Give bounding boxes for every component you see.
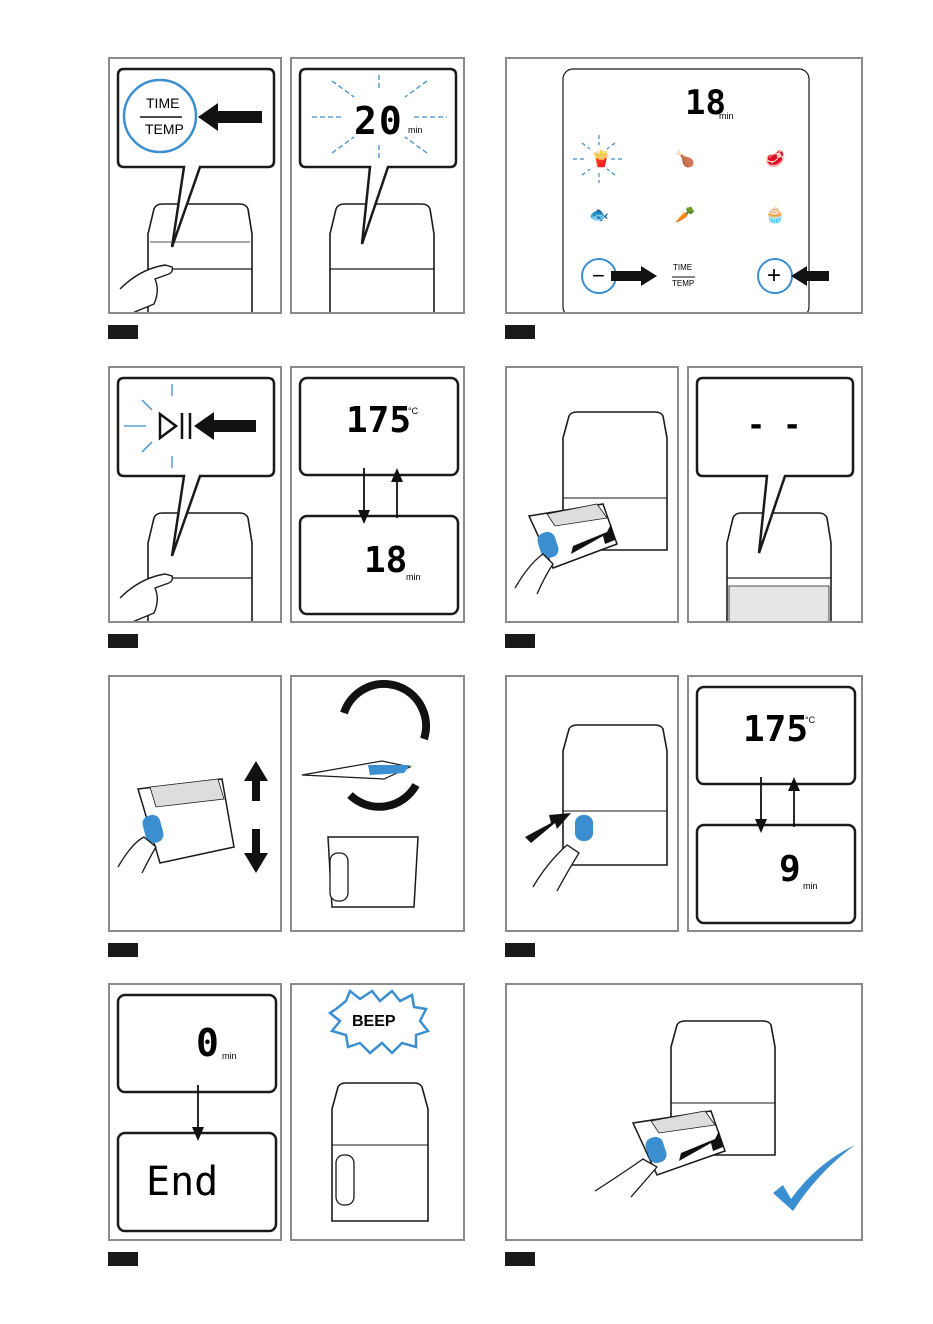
dash-display: - -	[747, 408, 801, 443]
time-unit: min	[406, 572, 421, 582]
fries-icon[interactable]: 🍟	[591, 149, 611, 169]
time-unit: min	[803, 881, 818, 891]
step3-display-panel: 175 °C 18 min	[290, 366, 465, 623]
step6-number-tag	[505, 943, 535, 957]
chicken-leg-icon[interactable]: 🍗	[675, 149, 695, 169]
step3-start-panel	[108, 366, 282, 623]
step5-turn-panel	[290, 675, 465, 932]
step1-press-button-panel: TIME TEMP	[108, 57, 282, 314]
step8-done-panel	[505, 983, 863, 1241]
time-display: 18	[364, 540, 407, 581]
step4-pull-basket-panel	[505, 366, 679, 623]
step1-display-panel: 20 min	[290, 57, 465, 314]
temperature-display: 175	[743, 709, 808, 750]
step5-shake-panel	[108, 675, 282, 932]
rotate-arrow-icon	[344, 684, 426, 739]
fish-icon[interactable]: 🐟	[589, 205, 609, 225]
temperature-unit: °C	[805, 715, 815, 725]
end-display: End	[146, 1159, 218, 1205]
temperature-unit: °C	[408, 406, 418, 416]
basket-handle	[330, 853, 348, 901]
minus-button[interactable]: −	[592, 263, 605, 289]
time-unit: min	[719, 111, 734, 121]
step6-insert-basket-panel	[505, 675, 679, 932]
temp-label: TEMP	[145, 121, 184, 137]
step4-display-panel: - -	[687, 366, 863, 623]
step1-number-tag	[108, 325, 138, 339]
step2-control-panel: 18 min 🍟 🍗 🥩 🐟 🥕 🧁 − + TIME TEMP	[505, 57, 863, 314]
blinking-time-display: 20	[354, 99, 404, 143]
step7-beep-panel: BEEP	[290, 983, 465, 1241]
muffin-icon[interactable]: 🧁	[765, 205, 785, 225]
beep-text: BEEP	[352, 1013, 396, 1031]
checkmark-icon	[773, 1145, 855, 1211]
time-display: 9	[779, 849, 801, 890]
time-unit: min	[408, 125, 423, 135]
basket-handle	[336, 1155, 354, 1205]
step4-number-tag	[505, 634, 535, 648]
step6-display-panel: 175 °C 9 min	[687, 675, 863, 932]
shake-down-arrow-icon	[244, 829, 268, 873]
step5-number-tag	[108, 943, 138, 957]
step8-number-tag	[505, 1252, 535, 1266]
vegetables-icon[interactable]: 🥕	[675, 205, 695, 225]
time-label: TIME	[146, 95, 179, 111]
plus-button[interactable]: +	[767, 262, 781, 290]
temp-label: TEMP	[672, 279, 694, 288]
temperature-display: 175	[346, 400, 411, 441]
steak-icon[interactable]: 🥩	[765, 149, 785, 169]
time-label: TIME	[673, 263, 692, 272]
shake-up-arrow-icon	[244, 761, 268, 801]
time-unit: min	[222, 1051, 237, 1061]
time-display: 0	[196, 1021, 219, 1065]
step2-number-tag	[505, 325, 535, 339]
step3-number-tag	[108, 634, 138, 648]
basket-handle	[575, 815, 593, 841]
step7-end-panel: 0 min End	[108, 983, 282, 1241]
step7-number-tag	[108, 1252, 138, 1266]
